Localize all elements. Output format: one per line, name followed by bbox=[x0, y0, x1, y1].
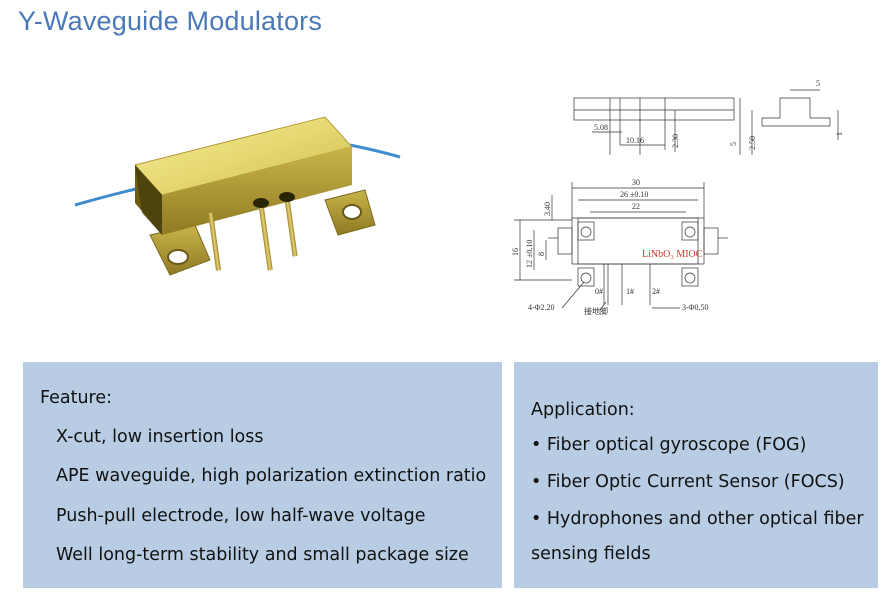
feature-item: X-cut, low insertion loss bbox=[56, 427, 264, 447]
feature-item: Well long-term stability and small packa… bbox=[56, 545, 469, 565]
application-heading: Application: bbox=[531, 400, 635, 420]
dim-label: 10.16 bbox=[626, 136, 644, 145]
chip-label: LiNbO₃ MIOC bbox=[642, 249, 703, 260]
dim-label: 3.40 bbox=[543, 202, 552, 216]
ground-label: 接地脚 bbox=[584, 306, 608, 316]
pin-diameter-label: 3-Φ0.50 bbox=[682, 303, 709, 312]
dim-label: 12 ±0.10 bbox=[525, 240, 534, 268]
dimension-drawing: 5.08 10.16 2.30 5 2.50 5 1 30 26 ±0.10 2… bbox=[511, 79, 844, 316]
dim-label: 30 bbox=[632, 178, 640, 187]
application-item: • Hydrophones and other optical fiber bbox=[531, 509, 864, 529]
application-item: • Fiber optical gyroscope (FOG) bbox=[531, 435, 807, 455]
application-item: • Fiber Optic Current Sensor (FOCS) bbox=[531, 472, 845, 492]
dim-label: 5 bbox=[816, 79, 820, 88]
dim-label: 22 bbox=[632, 202, 640, 211]
dim-label: 8 bbox=[537, 252, 546, 256]
modulator-photo bbox=[74, 116, 401, 276]
dim-label: 5 bbox=[729, 142, 738, 146]
dim-label: 26 ±0.10 bbox=[620, 190, 648, 199]
pin-label: 2# bbox=[652, 287, 660, 296]
feature-heading: Feature: bbox=[40, 388, 113, 408]
page-title: Y-Waveguide Modulators bbox=[18, 6, 323, 36]
dim-label: 5.08 bbox=[594, 123, 608, 132]
holes-label: 4-Φ2.20 bbox=[528, 303, 555, 312]
dim-label: 2.30 bbox=[671, 134, 680, 148]
pin-label: 0# bbox=[595, 287, 603, 296]
dim-label: 1 bbox=[835, 132, 844, 136]
application-item: sensing fields bbox=[531, 544, 651, 564]
application-box: Application: • Fiber optical gyroscope (… bbox=[514, 362, 878, 588]
feature-item: Push-pull electrode, low half-wave volta… bbox=[56, 506, 426, 526]
dim-label: 2.50 bbox=[748, 136, 757, 150]
feature-box: Feature: X-cut, low insertion loss APE w… bbox=[23, 362, 502, 588]
feature-item: APE waveguide, high polarization extinct… bbox=[56, 466, 487, 486]
pin-label: 1# bbox=[626, 287, 634, 296]
dim-label: 16 bbox=[511, 248, 520, 256]
